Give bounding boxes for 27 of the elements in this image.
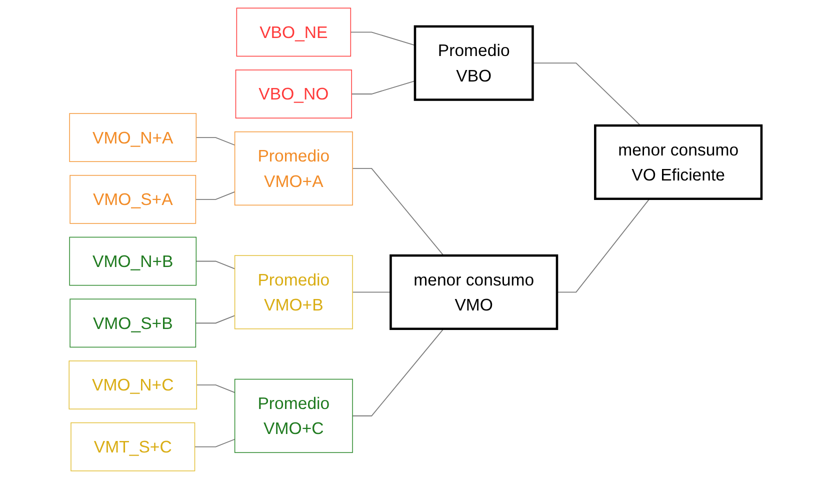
node-box: Promedio VBO [414, 25, 534, 101]
connector [350, 32, 416, 46]
connector [350, 80, 416, 94]
node-box: VMO_N+B [68, 236, 196, 286]
connector [194, 438, 235, 448]
node-box: VBO_NE [236, 8, 351, 57]
node-box: VMT_S+C [70, 422, 195, 472]
node-box: VMO_N+A [68, 113, 196, 162]
connector [532, 62, 641, 126]
node-box: VMO_S+A [69, 174, 196, 224]
connector [194, 191, 235, 200]
node-box: VBO_NO [235, 70, 352, 118]
connector [352, 292, 391, 293]
connector [196, 384, 235, 393]
connector [556, 198, 650, 293]
node-box: Promedio VMO+A [234, 131, 353, 206]
node-box: VMO_S+B [69, 298, 196, 348]
node-box: menor consumo VO Eficiente [594, 124, 762, 200]
node-box: Promedio VMO+B [234, 255, 353, 330]
connector [352, 328, 444, 416]
connector [195, 137, 235, 146]
connector [195, 260, 235, 270]
node-box: menor consumo VMO [389, 254, 558, 330]
connector [194, 315, 235, 324]
node-box: VMO_N+C [68, 360, 197, 410]
node-box: Promedio VMO+C [234, 378, 353, 453]
connector [352, 168, 444, 256]
